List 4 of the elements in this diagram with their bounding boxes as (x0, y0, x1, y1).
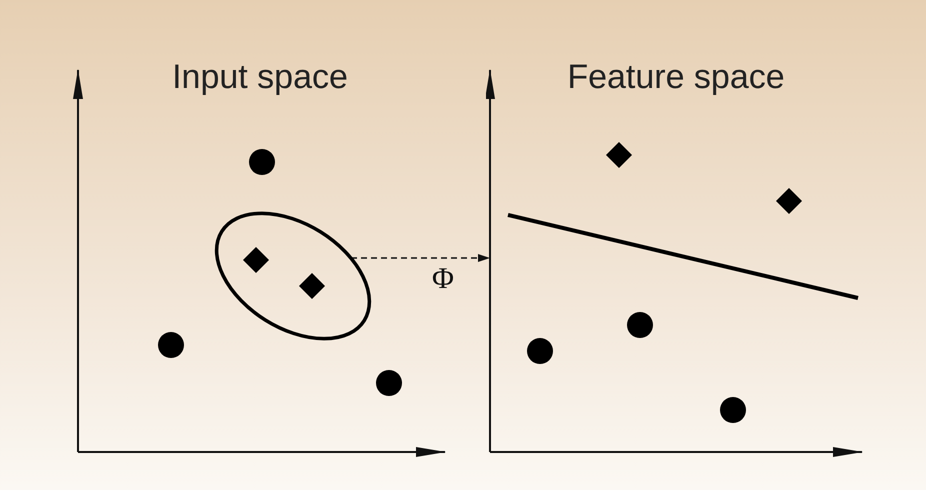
panel-heading: Feature space (566, 58, 786, 97)
edge-label: Φ (432, 262, 454, 296)
dashed-arrow (351, 254, 490, 262)
panel-heading: Input space (171, 58, 349, 97)
